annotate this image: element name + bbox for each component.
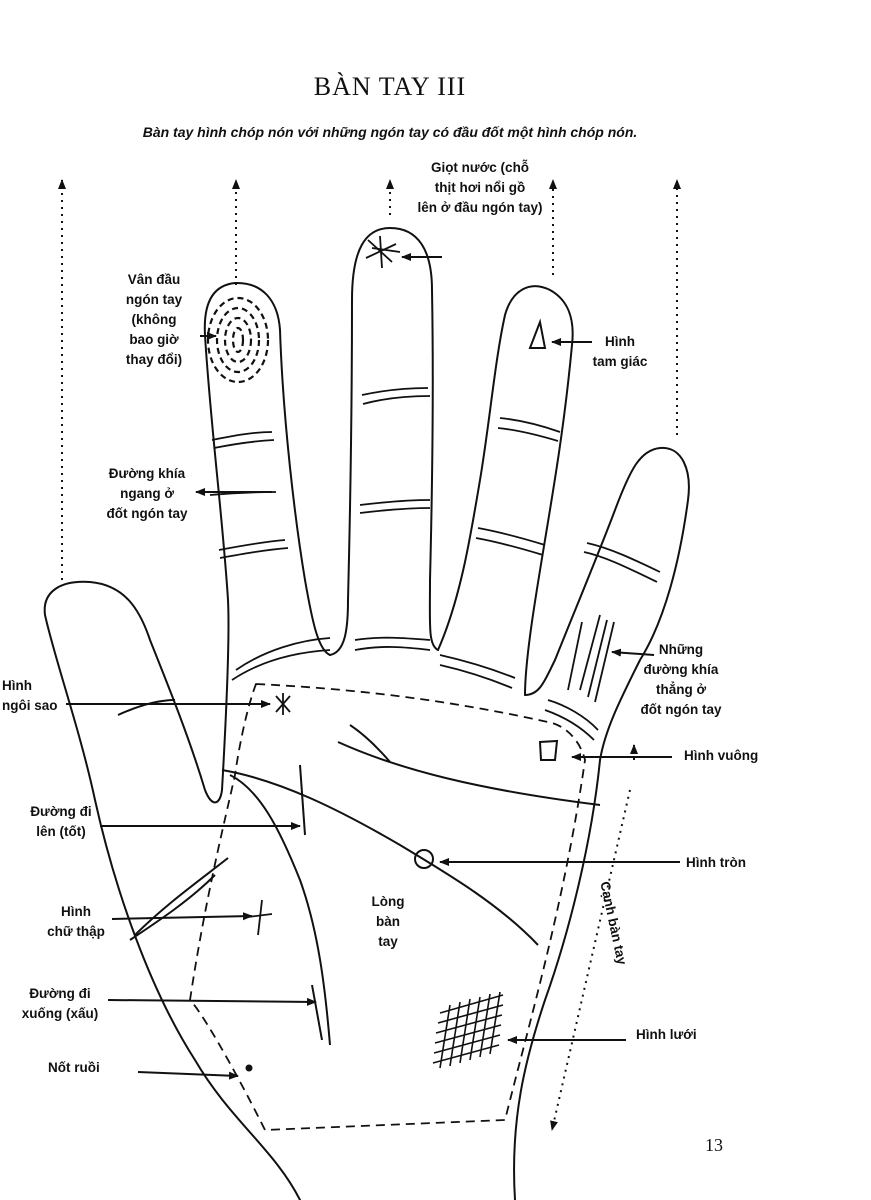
index-finger-outline	[203, 281, 331, 791]
vertical-lines-label: Những đường khía thẳng ở đốt ngón tay	[640, 642, 722, 717]
square-label: Hình vuông	[684, 748, 759, 763]
mole-pointer	[137, 1071, 239, 1080]
fingerprint-mark	[206, 296, 270, 384]
thumb-crease	[117, 699, 176, 716]
middle-finger-outline	[329, 227, 439, 656]
palm-boundary	[189, 683, 586, 1131]
palm-edge-outline	[513, 759, 601, 1200]
down-line-label: Đường đi xuống (xấu)	[21, 986, 99, 1021]
mole-mark	[245, 1064, 253, 1072]
page-title: BÀN TAY III	[313, 72, 467, 101]
circle-mark	[414, 849, 434, 869]
star-label: Hình ngôi sao	[2, 678, 58, 713]
thumb-mount-line	[129, 874, 216, 941]
square-mark	[538, 739, 559, 761]
page-number: 13	[705, 1135, 723, 1155]
up-line-label: Đường đi lên (tốt)	[30, 804, 92, 839]
down-line-pointer	[107, 997, 317, 1006]
cross-pointer	[111, 912, 253, 921]
page-subtitle: Bàn tay hình chóp nón với những ngón tay…	[142, 124, 638, 140]
life-line	[229, 774, 331, 1046]
triangle-mark	[528, 318, 547, 349]
star-mark	[275, 693, 291, 715]
fingerprint-label: Vân đầu ngón tay (không bao giờ thay đổi…	[125, 272, 183, 367]
thumb-mount-line-2	[134, 857, 229, 936]
palm-label: Lòng bàn tay	[371, 894, 405, 949]
cross-label: Hình chữ thập	[47, 904, 105, 939]
water-drop-mark	[365, 235, 401, 269]
mole-label: Nốt ruồi	[48, 1060, 100, 1075]
heart-line-branch	[349, 724, 391, 763]
vertical-line-marks	[544, 614, 615, 741]
horizontal-lines-label: Đường khía ngang ở đốt ngón tay	[106, 466, 188, 521]
grid-mark	[432, 991, 504, 1069]
water-drop-label: Giọt nước (chỗ thịt hơi nổi gồ lên ở đầu…	[417, 160, 543, 215]
pointer-arrows	[66, 253, 680, 1080]
little-finger-outline	[524, 446, 690, 761]
hand-outline	[43, 227, 690, 1200]
ring-finger-outline	[437, 285, 574, 696]
head-line	[221, 769, 539, 946]
grid-label: Hình lưới	[636, 1027, 697, 1042]
vertical-lines-pointer	[611, 648, 655, 657]
palm-lines	[117, 699, 601, 1046]
cross-mark	[247, 899, 273, 936]
circle-label: Hình tròn	[686, 855, 746, 870]
thumb-outline	[43, 580, 301, 1200]
heart-line	[337, 741, 601, 806]
down-line-mark	[311, 984, 323, 1041]
finger-direction-arrows	[58, 179, 681, 1131]
up-line-mark	[299, 764, 306, 836]
triangle-label: Hình tam giác	[592, 334, 648, 369]
